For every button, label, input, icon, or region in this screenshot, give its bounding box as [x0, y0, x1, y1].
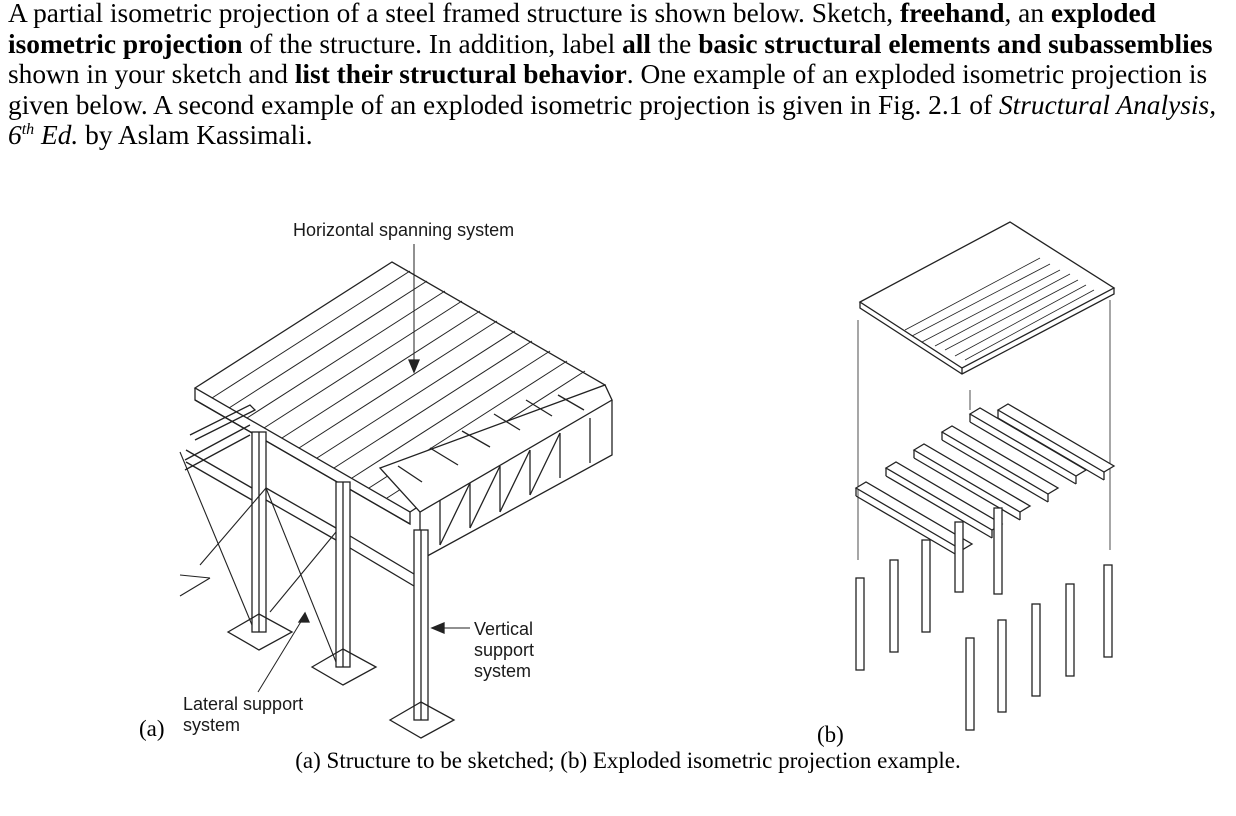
question-text-5: shown in your sketch and	[8, 59, 295, 89]
columns	[251, 431, 429, 721]
figure-a-tag: (a)	[139, 716, 165, 741]
posts	[855, 507, 1113, 731]
roof-ribs	[211, 270, 586, 499]
figure-a-drawing	[179, 244, 613, 739]
rear-framing	[184, 404, 257, 471]
lateral-leader-1	[257, 614, 306, 693]
question-text-2: , an	[1004, 0, 1051, 28]
question-text-3: of the structure. In addition, label	[242, 28, 623, 59]
emphasis-elements-subassemblies: basic structural elements and subassembl…	[698, 28, 1213, 59]
girders	[185, 449, 415, 587]
lateral-support-label-1: Lateral support	[183, 694, 304, 714]
beams	[854, 403, 1116, 559]
question-text-6: . One example of an exploded isometric p…	[8, 59, 1208, 120]
vertical-support-label-3: system	[474, 661, 532, 681]
vertical-support-label-1: Vertical	[474, 619, 534, 639]
emphasis-freehand: freehand	[899, 0, 1005, 28]
figure-b-drawing	[854, 221, 1116, 731]
base-plates	[226, 613, 456, 739]
question-text-4: the	[651, 28, 699, 59]
vertical-arrowhead	[430, 622, 445, 634]
horizontal-arrowhead	[408, 359, 420, 374]
emphasis-structural-behavior: list their structural behavior	[294, 59, 627, 89]
bracing	[179, 451, 337, 663]
explode-guides	[857, 300, 1111, 560]
horizontal-spanning-label: Horizontal spanning system	[293, 220, 515, 240]
lateral-arrowhead	[297, 611, 311, 623]
question-paragraph: A partial isometric projection of a stee…	[8, 0, 1230, 151]
book-title: Structural Analysis, 6	[8, 89, 1217, 151]
vertical-support-label-2: support	[474, 640, 535, 660]
question-text-7: by Aslam Kassimali.	[78, 120, 313, 150]
question-text-1: A partial isometric projection of a stee…	[8, 0, 900, 28]
emphasis-exploded-isometric: exploded isometric projection	[8, 0, 1156, 59]
figure-caption: (a) Structure to be sketched; (b) Explod…	[295, 748, 961, 773]
lateral-support-label-2: system	[183, 715, 241, 735]
deck-slab	[858, 221, 1116, 375]
book-edition: Ed.	[34, 120, 79, 150]
emphasis-all: all	[622, 28, 652, 59]
book-edition-suffix: th	[21, 120, 35, 138]
figure-b-tag: (b)	[817, 722, 844, 747]
